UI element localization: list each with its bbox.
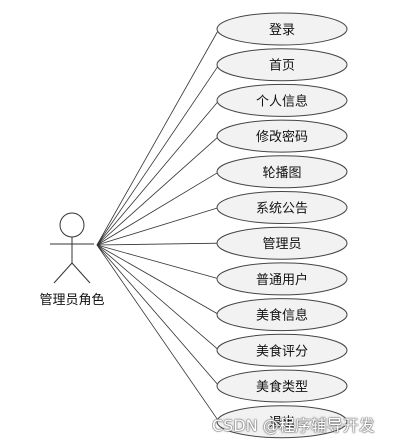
use-case: 美食信息	[216, 298, 348, 332]
use-case: 个人信息	[216, 83, 348, 117]
actor-right-leg	[71, 262, 91, 284]
actor-stick-figure: 管理员角色	[39, 212, 105, 308]
use-case-ellipse	[216, 298, 348, 332]
use-case-ellipse	[216, 226, 348, 260]
use-case: 系统公告	[216, 191, 348, 224]
use-case: 美食评分	[216, 333, 348, 367]
use-case-label: 美食评分	[256, 343, 308, 359]
association-line	[96, 244, 220, 315]
association-line	[96, 171, 220, 246]
use-case-ellipse	[216, 119, 348, 153]
association-line	[96, 64, 220, 246]
association-line	[96, 242, 220, 246]
association-line	[96, 28, 220, 246]
use-case-ellipse	[216, 83, 348, 117]
association-line	[96, 244, 220, 422]
use-case-ellipse	[216, 369, 348, 403]
use-case: 登录	[216, 12, 348, 46]
use-case-label: 轮播图	[262, 166, 301, 181]
use-case-label: 修改密码	[256, 129, 308, 145]
use-case-label: 普通用户	[256, 272, 308, 288]
use-case-label: 首页	[269, 59, 295, 74]
use-case-label: 系统公告	[256, 202, 308, 217]
use-case-label: 管理员	[262, 237, 301, 252]
actor-left-leg	[53, 262, 73, 284]
actor-head	[59, 212, 85, 238]
use-case: 退出	[216, 405, 348, 439]
association-line	[96, 135, 220, 246]
association-line	[96, 207, 220, 246]
association-line	[96, 100, 220, 246]
use-case-ellipse	[216, 12, 348, 46]
use-case: 美食类型	[216, 369, 348, 403]
watermark: CSDN @程序辅导开发	[212, 416, 375, 435]
use-case-label: 登录	[269, 23, 295, 38]
use-case-ellipse	[216, 155, 348, 189]
use-case-ellipse	[216, 262, 348, 296]
actor-label: 管理员角色	[39, 292, 104, 308]
use-case: 修改密码	[216, 119, 348, 153]
association-line	[96, 244, 220, 351]
use-case-ellipse	[216, 405, 348, 439]
association-line	[96, 244, 220, 387]
use-case: 普通用户	[216, 262, 348, 296]
use-case-label: 个人信息	[256, 93, 308, 109]
use-case-ellipse	[216, 191, 348, 224]
use-case: 管理员	[216, 226, 348, 260]
association-line	[96, 244, 220, 280]
use-case-ellipse	[216, 48, 348, 82]
association-lines	[96, 28, 220, 422]
use-case: 轮播图	[216, 155, 348, 189]
use-case-label: 退出	[269, 416, 295, 431]
use-case-label: 美食类型	[256, 379, 308, 395]
use-case-label: 美食信息	[256, 308, 308, 324]
use-case: 首页	[216, 48, 348, 82]
use-case-ellipse	[216, 333, 348, 367]
